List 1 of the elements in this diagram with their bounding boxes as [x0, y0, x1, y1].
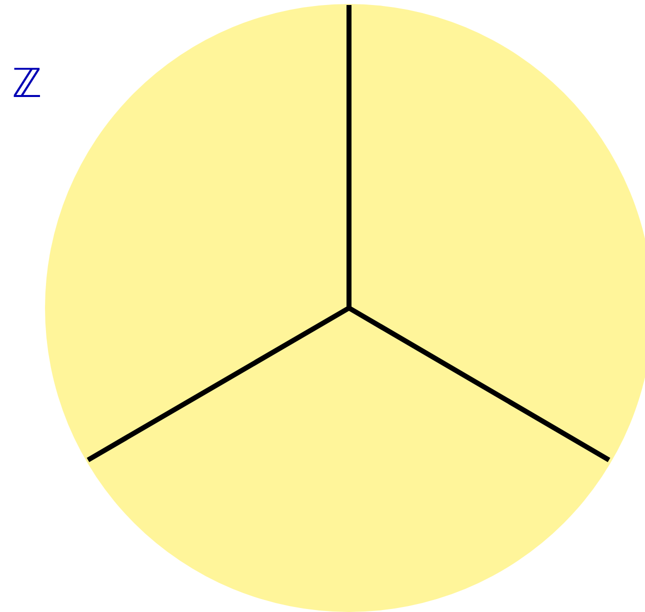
set-symbol: ℤ — [12, 64, 42, 104]
